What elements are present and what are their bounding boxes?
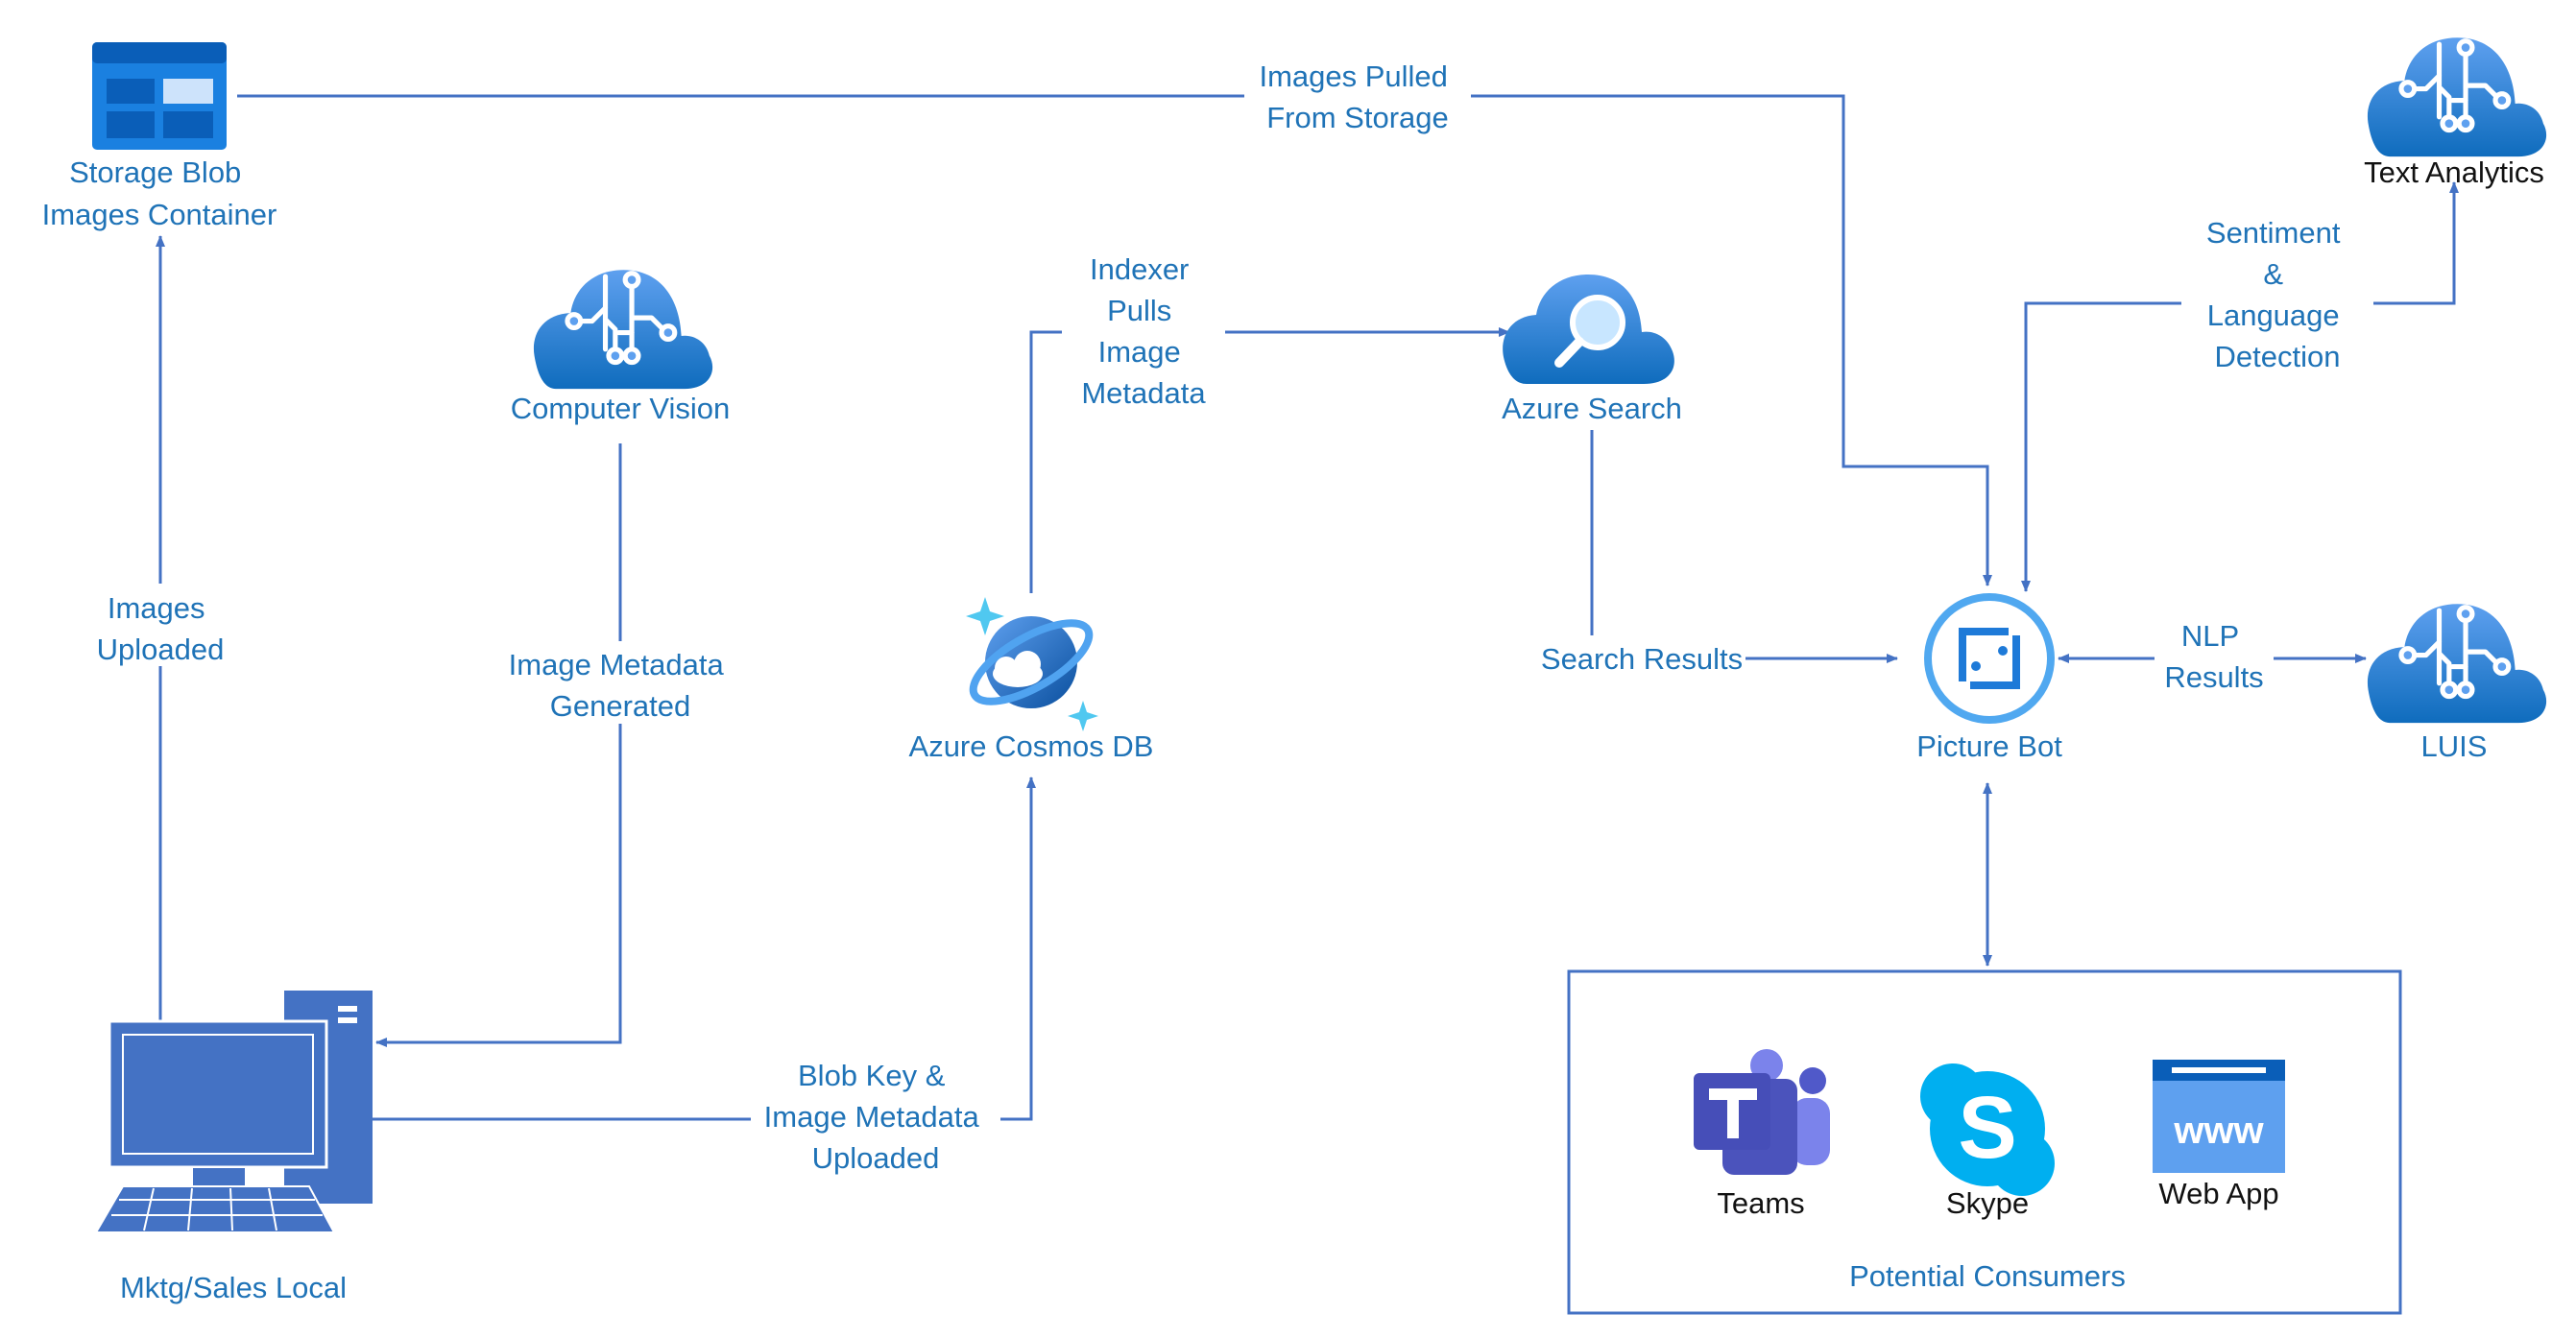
node-label-picture-bot: Picture Bot — [1916, 729, 2062, 763]
consumer-skype[interactable]: S Skype — [1920, 1063, 2055, 1220]
svg-text:S: S — [1958, 1079, 2016, 1177]
node-label-storage-blob: Storage Blob Images Container — [42, 155, 277, 231]
svg-text:Search Results: Search Results — [1541, 642, 1743, 676]
consumer-label-skype: Skype — [1946, 1186, 2029, 1220]
svg-text:www: www — [2173, 1110, 2264, 1152]
consumer-web-app[interactable]: www Web App — [2153, 1060, 2285, 1210]
search-cloud-icon — [1503, 275, 1674, 384]
svg-text:Images Uploaded: Images Uploaded — [97, 591, 225, 666]
consumer-label-web-app: Web App — [2158, 1177, 2278, 1210]
node-label-computer-vision: Computer Vision — [511, 392, 731, 425]
consumers-group: Teams S Skype www Web App — [1567, 969, 2402, 1315]
node-luis[interactable]: LUIS — [2368, 604, 2546, 763]
bot-icon — [1924, 593, 2055, 724]
svg-text:Sentiment & Langua: Sentiment & Language Detection — [2206, 216, 2348, 373]
svg-text:Images Pulled From Stora: Images Pulled From Storage — [1259, 60, 1456, 134]
node-storage-blob[interactable]: Storage Blob Images Container — [42, 42, 277, 231]
edge-label-images-uploaded: Images Uploaded — [79, 584, 242, 666]
web-app-icon: www — [2153, 1060, 2285, 1173]
storage-blob-icon — [92, 42, 227, 150]
desktop-computer-icon — [94, 991, 373, 1233]
node-label-azure-search: Azure Search — [1502, 392, 1682, 425]
edge-label-indexer-pulls: Indexer Pulls Image Metadata — [1062, 246, 1225, 415]
edge-image-metadata-generated — [375, 443, 622, 1047]
node-computer-vision[interactable]: Computer Vision — [511, 270, 731, 425]
node-local-pc[interactable]: Mktg/Sales Local — [94, 991, 373, 1304]
consumers-group-label: Potential Consumers — [1849, 1259, 2126, 1293]
consumer-label-teams: Teams — [1717, 1186, 1804, 1220]
node-label-luis: LUIS — [2421, 729, 2488, 763]
svg-text:NLP Results: NLP Results — [2164, 619, 2263, 694]
edge-label-images-pulled: Images Pulled From Storage — [1244, 54, 1471, 140]
node-azure-search[interactable]: Azure Search — [1502, 275, 1682, 425]
skype-icon: S — [1920, 1063, 2055, 1196]
cosmos-db-icon — [966, 597, 1098, 731]
edge-label-blob-key-uploaded: Blob Key & Image Metadata Uploaded — [751, 1056, 1000, 1181]
teams-icon — [1694, 1049, 1830, 1175]
node-picture-bot[interactable]: Picture Bot — [1916, 593, 2062, 763]
cognitive-cloud-icon — [534, 270, 712, 389]
node-cosmos-db[interactable]: Azure Cosmos DB — [909, 597, 1154, 763]
edge-search-results — [1590, 430, 1898, 663]
svg-text:Indexer Pulls Imag: Indexer Pulls Image Metadata — [1081, 252, 1206, 410]
node-label-text-analytics: Text Analytics — [2364, 155, 2544, 189]
edge-label-nlp-results: NLP Results — [2155, 614, 2274, 699]
edge-label-search-results: Search Results — [1536, 635, 1745, 680]
edge-indexer-pulls — [1029, 327, 1510, 593]
svg-text:Blob Key & Image Metadat: Blob Key & Image Metadata Uploaded — [764, 1059, 988, 1175]
edge-label-image-metadata-generated: Image Metadata Generated — [494, 641, 747, 724]
edge-blob-key-uploaded — [371, 777, 1036, 1121]
consumer-teams[interactable]: Teams — [1694, 1049, 1830, 1220]
edge-label-sentiment: Sentiment & Language Detection — [2181, 209, 2373, 378]
svg-text:Image Metadata Generated: Image Metadata Generated — [509, 648, 733, 723]
cognitive-cloud-icon — [2368, 604, 2546, 723]
node-label-local-pc: Mktg/Sales Local — [120, 1271, 347, 1304]
cognitive-cloud-icon — [2368, 37, 2546, 156]
node-label-cosmos-db: Azure Cosmos DB — [909, 729, 1154, 763]
node-text-analytics[interactable]: Text Analytics — [2364, 37, 2546, 189]
